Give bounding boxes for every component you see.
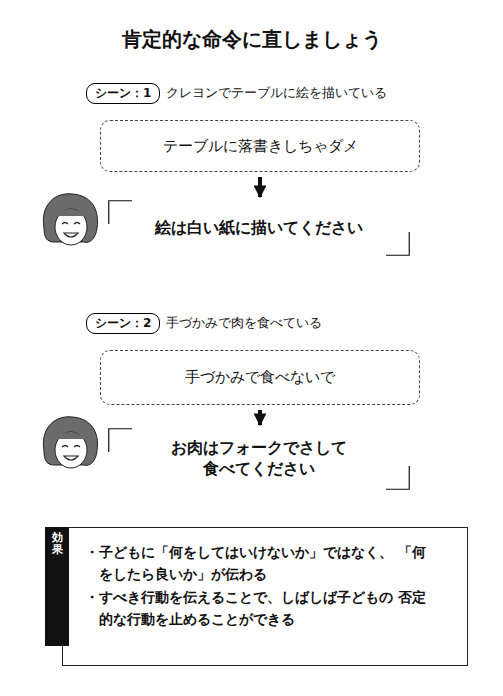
node-text: 手づかみで食べないで <box>185 368 335 387</box>
bracket-corner <box>386 466 409 489</box>
positive-command-box: 絵は白い紙に描いてください <box>108 200 410 256</box>
effects-tab: 効果 <box>45 527 69 646</box>
negative-command-box: 手づかみで食べないで <box>100 350 420 405</box>
tab-heading: 効果 <box>52 532 63 646</box>
bracket-corner <box>109 429 132 452</box>
bracket-corner <box>109 201 132 224</box>
scene-badge: シーン：2 <box>86 313 160 334</box>
node-text: シーン：1 <box>95 85 151 102</box>
title: 肯定的な命令に直しましょう <box>0 26 503 53</box>
negative-command-box: テーブルに落書きしちゃダメ <box>100 120 420 172</box>
arrow-connector <box>258 410 262 425</box>
scene-description: 手づかみで肉を食べている <box>166 314 322 332</box>
node-text: ・子どもに「何をしてはいけないか」ではなく、 「何をしたら良いか」が伝わる <box>85 542 429 585</box>
node-text: シーン：2 <box>95 315 151 332</box>
node-text: ・すべき行動を伝えることで、しばしば子どもの 否定的な行動を止めることができる <box>85 587 429 630</box>
node-text: 絵は白い紙に描いてください <box>155 218 363 239</box>
node-text: テーブルに落書きしちゃダメ <box>163 137 358 156</box>
mother-face <box>43 417 97 468</box>
arrow-connector <box>258 177 262 197</box>
scene-badge: シーン：1 <box>86 83 160 104</box>
effects-box: ・子どもに「何をしてはいけないか」ではなく、 「何をしたら良いか」が伝わる・すべ… <box>62 527 468 666</box>
bracket-corner <box>386 232 409 255</box>
mother-face <box>43 194 97 245</box>
positive-command-box: お肉はフォークでさして 食べてください <box>108 428 410 490</box>
scene-description: クレヨンでテーブルに絵を描いている <box>166 84 387 102</box>
node-text: お肉はフォークでさして 食べてください <box>164 438 354 480</box>
